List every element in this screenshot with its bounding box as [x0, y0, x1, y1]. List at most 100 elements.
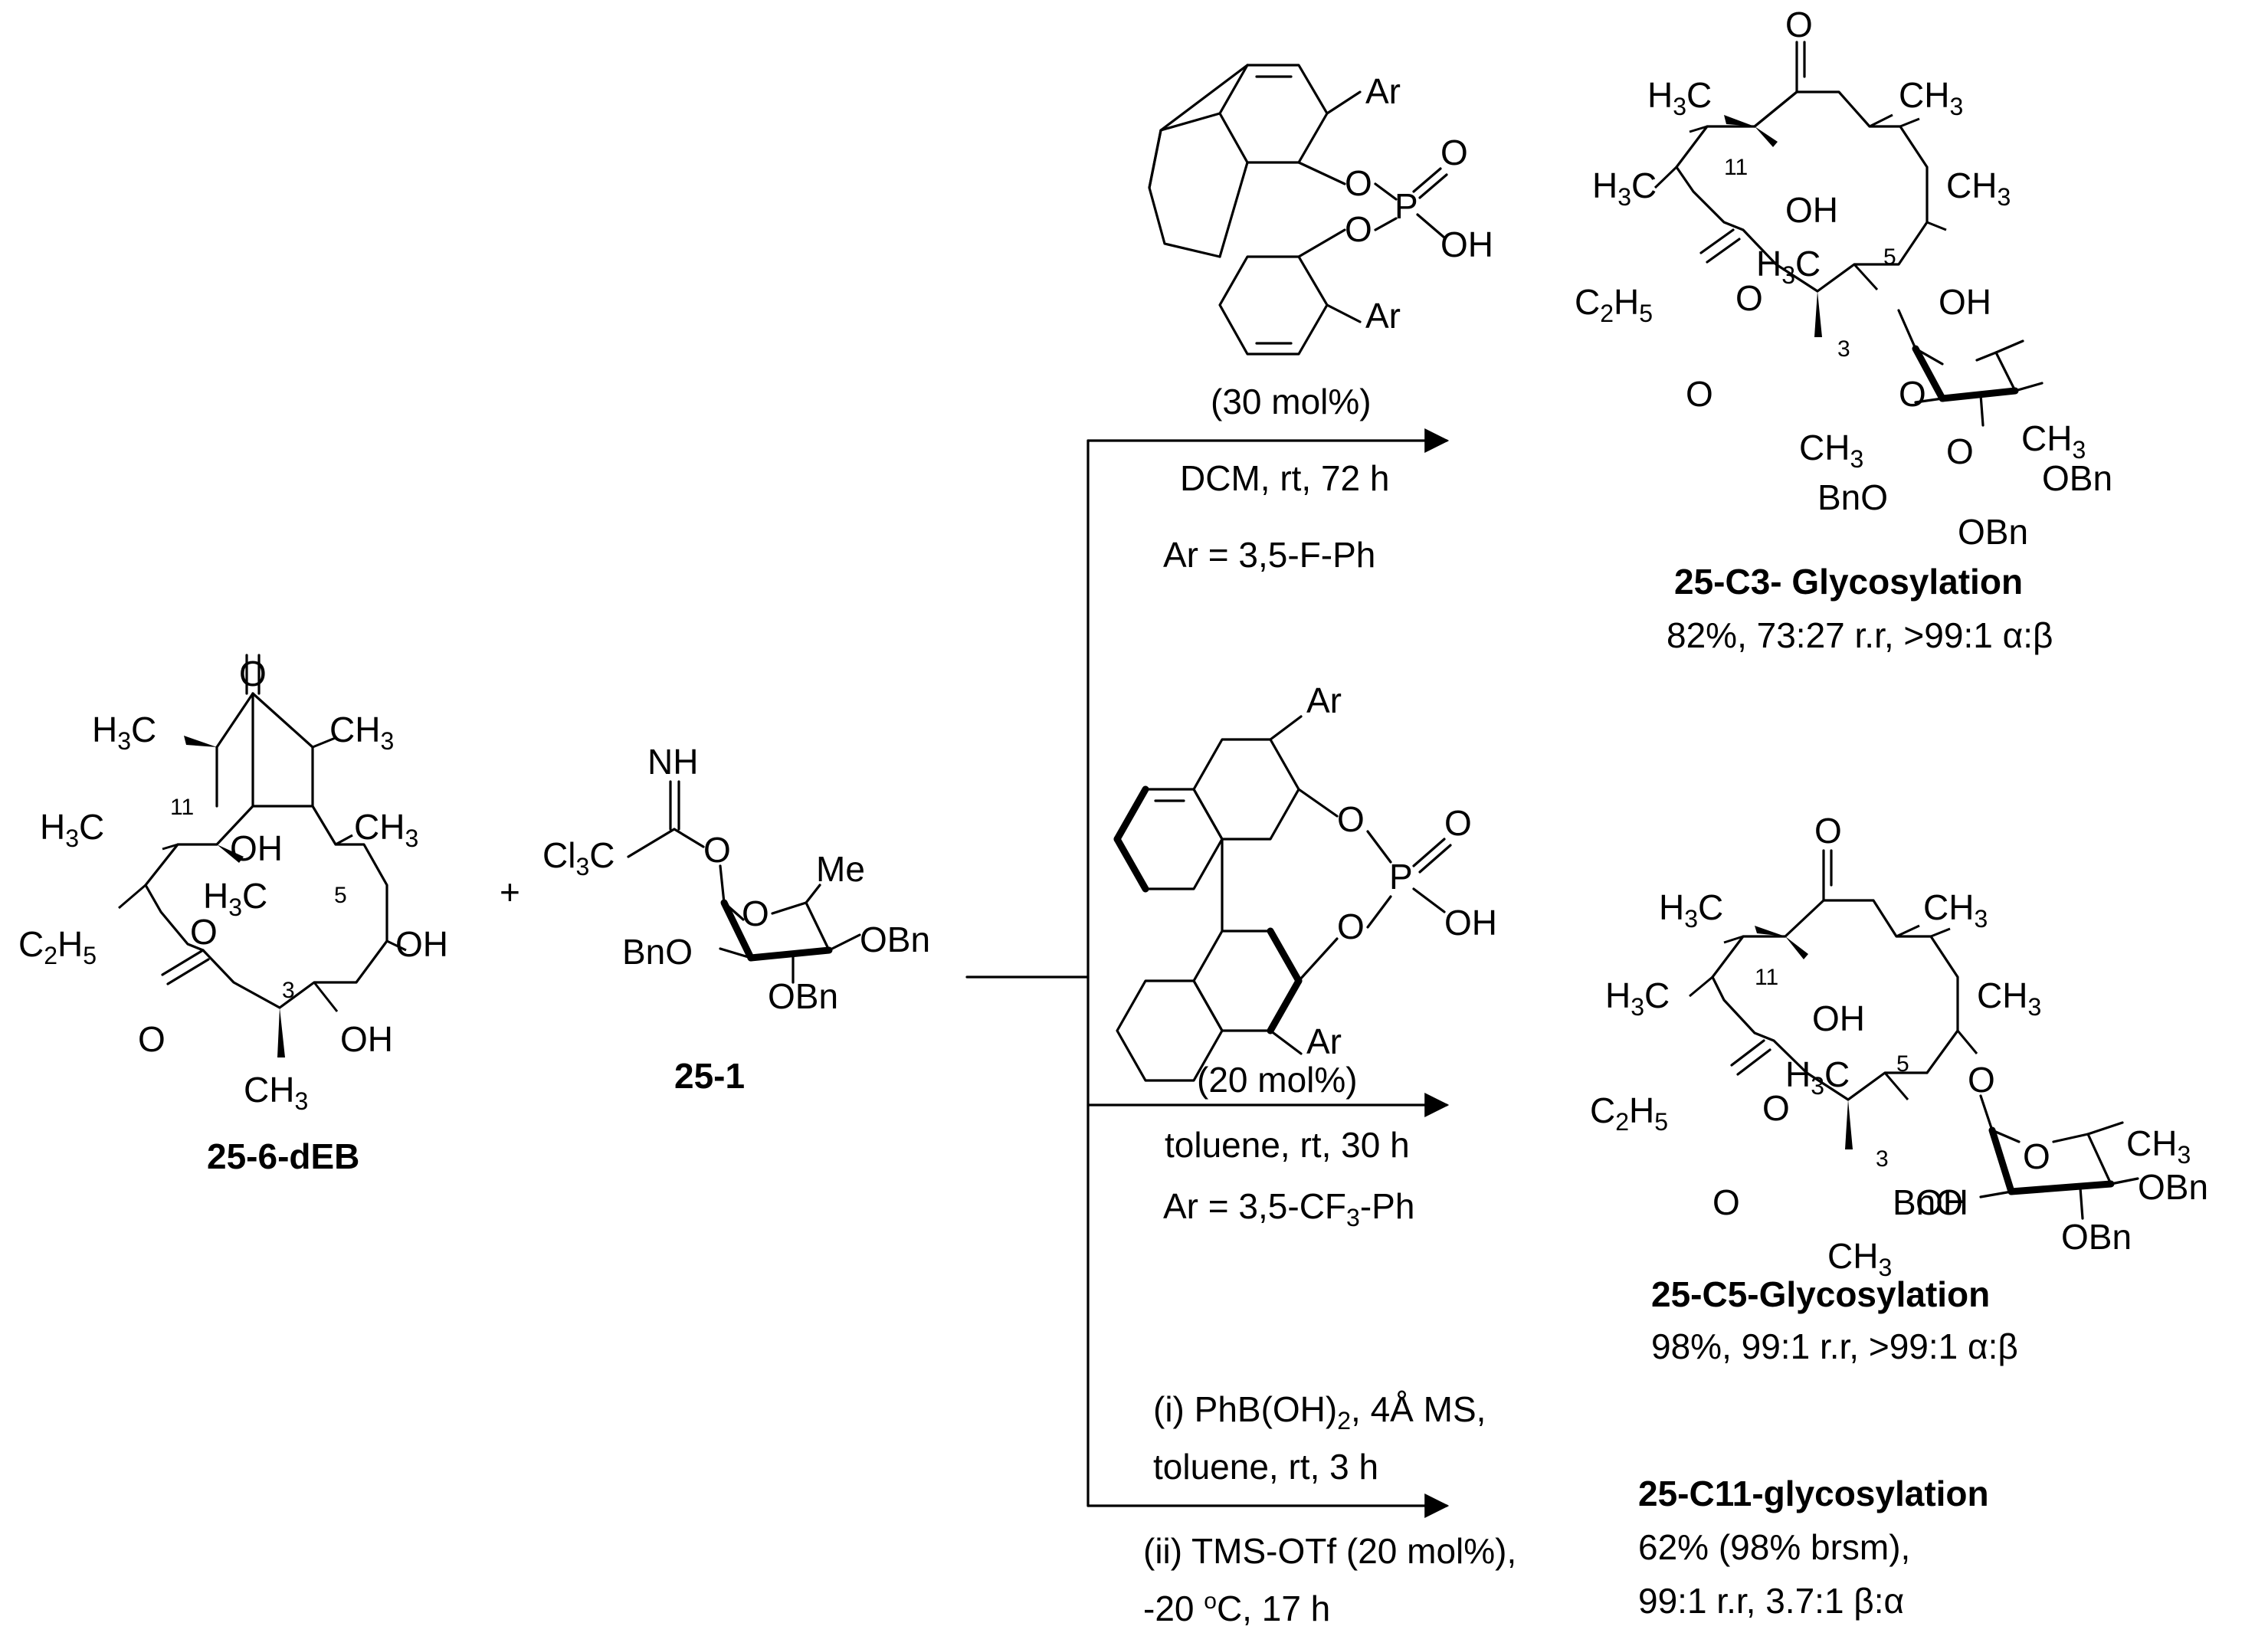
- product-c11-result-2: 99:1 r.r, 3.7:1 β:α: [1638, 1581, 1904, 1621]
- reactant-ketone-o: O: [239, 654, 267, 693]
- catalyst1-o-top: O: [1345, 163, 1372, 203]
- product-c5-label: 25-C5-Glycosylation: [1651, 1274, 1990, 1314]
- catalyst2-p: P: [1389, 857, 1413, 897]
- donor-ring-o: O: [742, 893, 769, 933]
- product-c3-h3c-5: H3C: [1756, 244, 1821, 289]
- product-c5-c11-number: 11: [1755, 965, 1778, 990]
- reactant-ch3-label: CH3: [329, 710, 394, 755]
- product-c5-obn-right: OBn: [2138, 1167, 2208, 1207]
- product-c5-h3c-top: H3C: [1659, 887, 1723, 933]
- donor-obn-bottom: OBn: [768, 976, 838, 1016]
- donor-cl3c: Cl3C: [542, 835, 615, 880]
- reactant-oh-5: OH: [395, 924, 448, 964]
- product-c5-carbonyl-o: O: [1712, 1182, 1740, 1222]
- reactant-carbonyl-o: O: [138, 1019, 166, 1059]
- catalyst2-p-oh: OH: [1444, 903, 1497, 943]
- product-c3-label: 25-C3- Glycosylation: [1674, 562, 2023, 602]
- product-c3: [1653, 41, 2043, 427]
- product-c3-ch3-right: CH3: [1946, 166, 2011, 211]
- catalyst1-ar-bottom: Ar: [1365, 296, 1401, 336]
- product-c5-result: 98%, 99:1 r.r, >99:1 α:β: [1651, 1326, 2018, 1366]
- product-c3-result: 82%, 73:27 r.r, >99:1 α:β: [1667, 615, 2053, 655]
- route3-condition-2: toluene, rt, 3 h: [1153, 1447, 1378, 1487]
- product-c11-result-1: 62% (98% brsm),: [1638, 1527, 1910, 1567]
- product-c5-ring-o: O: [1762, 1088, 1790, 1128]
- catalyst1-p-oh: OH: [1440, 225, 1493, 264]
- product-c5-c3-number: 3: [1876, 1146, 1889, 1172]
- product-c3-ch3-top: CH3: [1899, 75, 1963, 120]
- product-c3-ketone-o: O: [1785, 5, 1813, 44]
- route3-condition-4: -20 oC, 17 h: [1143, 1589, 1330, 1628]
- product-c5-ketone-o: O: [1814, 811, 1842, 851]
- product-c3-ring-o: O: [1735, 278, 1763, 318]
- product-c5-c2h5: C2H5: [1590, 1090, 1668, 1136]
- product-c3-obn-right: OBn: [2042, 458, 2112, 498]
- donor-me: Me: [816, 849, 865, 889]
- reactant-c5-number: 5: [334, 883, 347, 908]
- product-c3-sugar-ring-o: O: [1946, 431, 1974, 471]
- route3-condition-1: (i) PhB(OH)2, 4Å MS,: [1153, 1389, 1486, 1435]
- product-c5-sugar-ring-o: O: [2023, 1136, 2050, 1176]
- reactant-oh-3: OH: [340, 1019, 393, 1059]
- reactant-h3c-5: H3C: [203, 876, 267, 921]
- route1-condition-1: DCM, rt, 72 h: [1180, 458, 1390, 498]
- product-c3-ch3-bottom: CH3: [1799, 428, 1863, 473]
- catalyst2-ar-bottom: Ar: [1306, 1021, 1342, 1061]
- product-c3-oh-5: OH: [1939, 282, 1991, 322]
- catalyst1-ar-top: Ar: [1365, 71, 1401, 111]
- catalyst2-p-oxo: O: [1444, 803, 1472, 843]
- product-c11-label: 25-C11-glycosylation: [1638, 1474, 1989, 1513]
- catalyst2-o-top: O: [1337, 799, 1365, 839]
- catalyst1-p: P: [1395, 186, 1418, 226]
- product-c3-obn-bottom: OBn: [1958, 512, 2028, 552]
- product-c5-oh-3: OH: [1916, 1182, 1968, 1222]
- product-c5-glycosidic-o: O: [1968, 1060, 1995, 1100]
- reactant-c11-number: 11: [170, 795, 194, 820]
- reactant-25-6-deb: [118, 654, 407, 1057]
- donor-bno: BnO: [622, 932, 693, 972]
- catalyst2-ar-top: Ar: [1306, 680, 1342, 720]
- product-c5-ch3-right: CH3: [1977, 975, 2041, 1021]
- donor-obn-right: OBn: [860, 920, 930, 959]
- donor-imidate-nh: NH: [647, 742, 698, 782]
- reactant-ch3-bottom: CH3: [244, 1070, 308, 1115]
- catalyst2-loading: (20 mol%): [1197, 1060, 1358, 1100]
- donor-25-1: [627, 780, 861, 984]
- product-c3-c3-number: 3: [1837, 336, 1850, 362]
- reactant-ring-o: O: [190, 912, 218, 952]
- product-c3-h3c-top: H3C: [1647, 75, 1712, 120]
- route3-condition-3: (ii) TMS-OTf (20 mol%),: [1143, 1531, 1516, 1571]
- product-c5-h3c-5: H3C: [1785, 1054, 1850, 1100]
- catalyst-binol-cpa: [1113, 715, 1452, 1082]
- catalyst1-loading: (30 mol%): [1211, 382, 1372, 421]
- product-c3-sugar-ch3: CH3: [2021, 418, 2086, 464]
- reactant-ch3-right: CH3: [354, 807, 418, 852]
- reactant-c2h5: C2H5: [18, 924, 97, 969]
- product-c5: [1689, 849, 2139, 1220]
- product-c5-bno: BnO: [1893, 1182, 1963, 1222]
- catalyst1-o-bottom: O: [1345, 209, 1372, 249]
- reactant-c3-number: 3: [282, 978, 295, 1003]
- product-c5-oh-11: OH: [1812, 998, 1865, 1038]
- reactant-h3c-11: H3C: [40, 807, 104, 852]
- route2-condition-2: Ar = 3,5-CF3-Ph: [1163, 1186, 1414, 1231]
- plus-sign: +: [500, 872, 520, 912]
- product-c3-bno: BnO: [1817, 477, 1888, 517]
- product-c3-c2h5: C2H5: [1575, 282, 1653, 327]
- product-c3-h3c-11: H3C: [1592, 166, 1657, 211]
- product-c3-c11-number: 11: [1724, 155, 1748, 180]
- catalyst1-p-oxo: O: [1440, 133, 1468, 172]
- reactant-oh-11: OH: [230, 828, 283, 868]
- product-c5-sugar-ch3: CH3: [2126, 1123, 2191, 1169]
- donor-anomeric-o: O: [703, 830, 731, 870]
- product-c5-obn-bottom: OBn: [2061, 1217, 2132, 1257]
- route1-condition-2: Ar = 3,5-F-Ph: [1163, 535, 1375, 575]
- product-c5-ch3-top: CH3: [1923, 887, 1988, 933]
- product-c3-glycosidic-o: O: [1899, 374, 1926, 414]
- route2-condition-1: toluene, rt, 30 h: [1165, 1125, 1410, 1165]
- catalyst-spinol-cpa: [1148, 64, 1448, 356]
- product-c5-h3c-11: H3C: [1605, 975, 1670, 1021]
- product-c3-carbonyl-o: O: [1686, 374, 1713, 414]
- product-c3-oh-11: OH: [1785, 190, 1838, 230]
